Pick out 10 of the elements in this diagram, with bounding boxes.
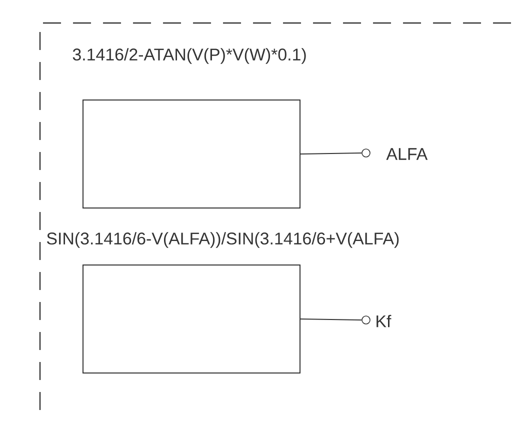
function-block (82, 100, 300, 208)
formula-label: SIN(3.1416/6-V(ALFA))/SIN(3.1416/6+V(ALFA) (46, 232, 399, 248)
terminal-label: ALFA (386, 148, 428, 160)
formula-label: 3.1416/2-ATAN(V(P)*V(W)*0.1) (72, 48, 306, 64)
terminal-circle (362, 148, 370, 158)
terminal-circle (362, 316, 370, 324)
terminal-label: Kf (376, 314, 392, 328)
connector-line (300, 152, 362, 154)
connector-line (300, 318, 362, 320)
function-block (82, 264, 300, 374)
